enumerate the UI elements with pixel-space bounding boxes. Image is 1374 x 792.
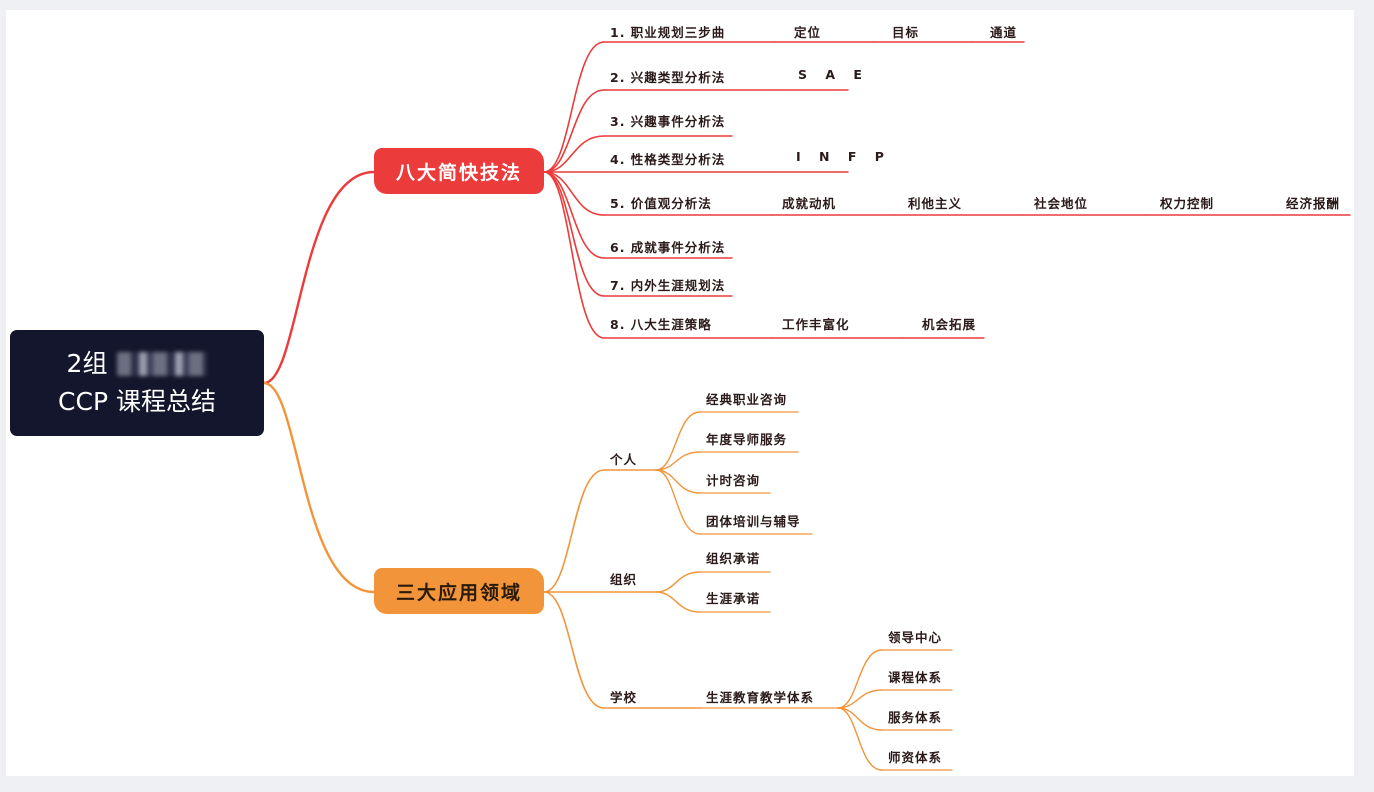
individual-hourly-counseling[interactable]: 计时咨询	[706, 473, 761, 488]
technique-1-step-goal[interactable]: 目标	[892, 25, 920, 40]
connector-school-0	[837, 649, 883, 709]
technique-4[interactable]: 4. 性格类型分析法	[610, 152, 726, 167]
connector-technique-2	[543, 89, 605, 173]
connector-individual-3	[655, 469, 701, 535]
connector-root-branch1	[262, 170, 376, 385]
individual-group-training[interactable]: 团体培训与辅导	[706, 514, 801, 529]
connector-technique-6	[543, 171, 605, 259]
connector-school-3	[837, 707, 883, 771]
value-social-status[interactable]: 社会地位	[1034, 196, 1089, 211]
connector-individual-0	[655, 411, 701, 471]
domain-individual[interactable]: 个人	[610, 452, 638, 467]
technique-1-step-channel[interactable]: 通道	[990, 25, 1018, 40]
school-faculty-system[interactable]: 师资体系	[888, 750, 943, 765]
connector-school-1	[837, 689, 883, 709]
strategy-job-enrichment[interactable]: 工作丰富化	[782, 317, 850, 332]
root-title-course: CCP 课程总结	[58, 387, 216, 416]
connector-domain-1	[543, 469, 605, 593]
connector-individual-1	[655, 451, 701, 471]
domain-school[interactable]: 学校	[610, 690, 638, 705]
value-economic-reward[interactable]: 经济报酬	[1286, 196, 1341, 211]
org-commitment[interactable]: 组织承诺	[706, 551, 761, 566]
root-title-group: 2组	[66, 349, 108, 378]
technique-1[interactable]: 1. 职业规划三步曲	[610, 25, 726, 40]
connector-individual-2	[655, 469, 701, 494]
school-career-education-system[interactable]: 生涯教育教学体系	[706, 690, 815, 705]
technique-4-type[interactable]: I N F P	[796, 149, 891, 164]
connector-technique-1	[543, 41, 605, 173]
technique-3[interactable]: 3. 兴趣事件分析法	[610, 114, 726, 129]
connector-technique-5	[543, 171, 605, 216]
school-leadership-center[interactable]: 领导中心	[888, 630, 943, 645]
school-service-system[interactable]: 服务体系	[888, 710, 943, 725]
individual-annual-mentor[interactable]: 年度导师服务	[706, 432, 788, 447]
technique-2[interactable]: 2. 兴趣类型分析法	[610, 70, 726, 85]
connector-school-2	[837, 707, 883, 731]
school-curriculum-system[interactable]: 课程体系	[888, 670, 943, 685]
value-power[interactable]: 权力控制	[1160, 196, 1215, 211]
connector-organization-1	[655, 591, 701, 613]
branch-three-applications[interactable]: 三大应用领域	[374, 568, 544, 614]
technique-5[interactable]: 5. 价值观分析法	[610, 196, 712, 211]
connector-organization-0	[655, 571, 701, 593]
value-altruism[interactable]: 利他主义	[908, 196, 963, 211]
technique-6[interactable]: 6. 成就事件分析法	[610, 240, 726, 255]
career-commitment[interactable]: 生涯承诺	[706, 591, 761, 606]
connector-technique-8	[543, 171, 605, 339]
technique-7[interactable]: 7. 内外生涯规划法	[610, 278, 726, 293]
connector-domain-3	[543, 591, 605, 709]
technique-1-step-positioning[interactable]: 定位	[794, 25, 822, 40]
connector-technique-3	[543, 135, 605, 173]
individual-classic-counseling[interactable]: 经典职业咨询	[706, 392, 788, 407]
strategy-opportunity-expansion[interactable]: 机会拓展	[922, 317, 977, 332]
domain-organization[interactable]: 组织	[610, 572, 638, 587]
technique-8[interactable]: 8. 八大生涯策略	[610, 317, 712, 332]
connector-technique-7	[543, 171, 605, 297]
connector-root-branch2	[262, 381, 376, 594]
technique-2-code[interactable]: S A E	[798, 67, 869, 82]
redacted-name-block	[117, 352, 208, 376]
root-node[interactable]: 2组 CCP 课程总结	[10, 330, 264, 436]
value-achievement[interactable]: 成就动机	[782, 196, 837, 211]
branch-eight-techniques[interactable]: 八大简快技法	[374, 148, 544, 194]
